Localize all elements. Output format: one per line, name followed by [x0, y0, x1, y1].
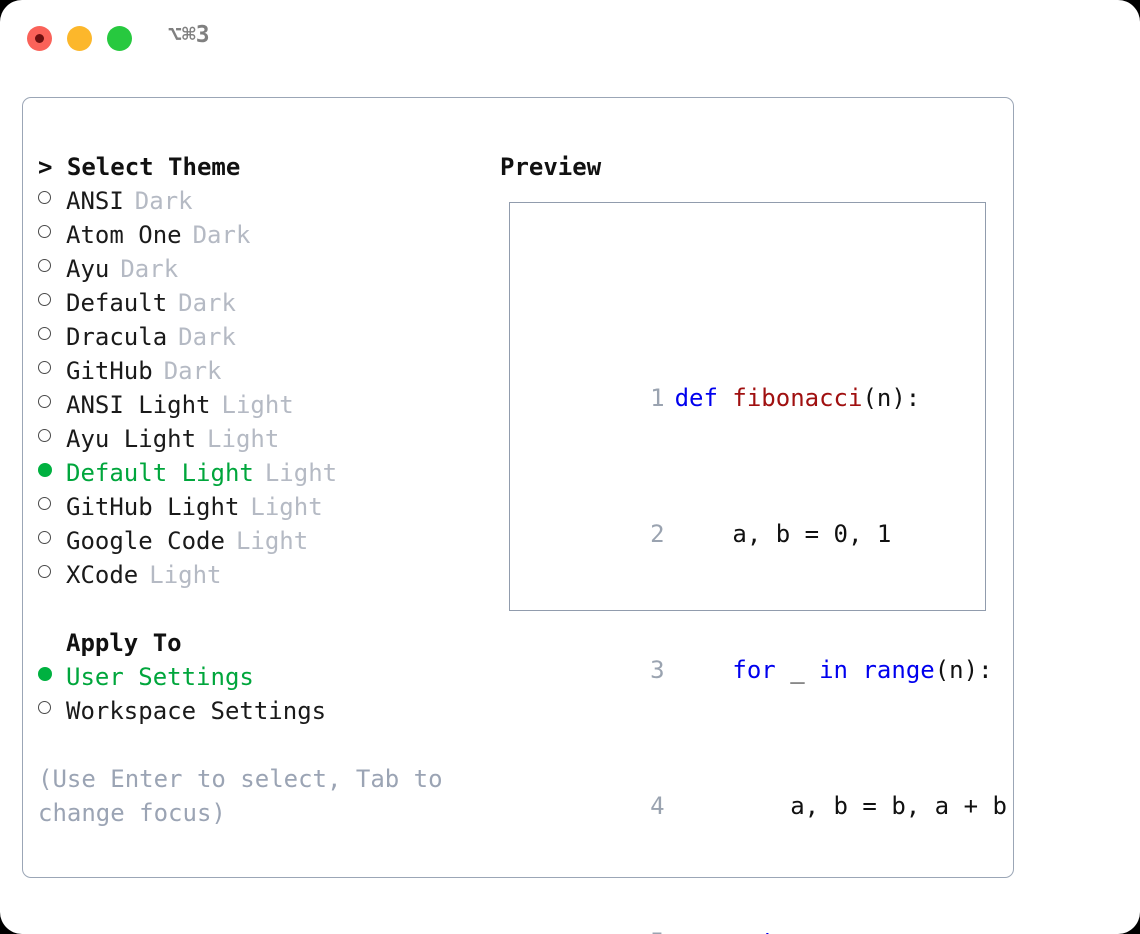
theme-category: Light [264, 459, 338, 487]
code-token: fibonacci [732, 384, 863, 412]
theme-name: Dracula [66, 323, 168, 351]
minimize-window-button[interactable] [67, 26, 92, 51]
theme-category: Dark [192, 221, 251, 249]
title-bar: ⌥⌘3 [0, 0, 1140, 78]
theme-category: Light [149, 561, 222, 589]
theme-category: Light [221, 391, 294, 419]
theme-name: XCode [66, 561, 139, 589]
code-token: (n): [862, 384, 921, 412]
line-number: 1 [650, 384, 665, 412]
preview-heading: Preview [500, 153, 602, 181]
theme-name: Ayu Light [66, 425, 197, 453]
theme-list-item[interactable]: Google Code Light [38, 524, 478, 558]
code-token: _ [775, 656, 820, 684]
theme-list-item-selected[interactable]: Default Light Light [38, 456, 478, 490]
theme-list: ANSI Dark Atom One Dark Ayu Dark Default… [38, 184, 478, 592]
apply-to-name: User Settings [66, 663, 254, 691]
theme-name: Default Light [66, 459, 254, 487]
theme-list-item[interactable]: Ayu Light Light [38, 422, 478, 456]
section-spacer [38, 592, 478, 626]
theme-list-item[interactable]: Dracula Dark [38, 320, 478, 354]
theme-category: Dark [178, 323, 236, 351]
theme-name: Default [66, 289, 168, 317]
apply-to-heading: Apply To [66, 629, 182, 657]
maximize-window-button[interactable] [107, 26, 132, 51]
theme-category: Dark [120, 255, 179, 283]
code-token: a [819, 928, 848, 934]
code-token: a, b = b, a + b [674, 792, 1007, 820]
line-number: 5 [639, 925, 664, 934]
keyboard-shortcut-label: ⌥⌘3 [168, 22, 210, 48]
apply-to-item-selected[interactable]: User Settings [38, 660, 478, 694]
theme-category: Light [250, 493, 323, 521]
line-number: 4 [650, 792, 665, 820]
code-token: a, b = 0, 1 [674, 520, 892, 548]
theme-name: Google Code [66, 527, 225, 555]
theme-name: Ayu [66, 255, 110, 283]
code-token: def [674, 384, 733, 412]
code-token [675, 656, 733, 684]
code-token: range [862, 656, 935, 684]
preview-column: Preview [500, 150, 601, 184]
keyboard-hint-text: (Use Enter to select, Tab to change focu… [38, 765, 443, 827]
line-number: 3 [650, 656, 665, 684]
code-line: 4 a, b = b, a + b [523, 755, 1050, 820]
select-theme-heading: > Select Theme [38, 153, 241, 181]
line-number: 2 [650, 520, 665, 548]
theme-list-item[interactable]: ANSI Dark [38, 184, 478, 218]
code-token [848, 656, 862, 684]
theme-picker-column: > Select Theme ANSI Dark Atom One Dark A… [38, 150, 478, 728]
apply-to-name: Workspace Settings [66, 697, 327, 725]
theme-list-item[interactable]: GitHub Dark [38, 354, 478, 388]
theme-category: Light [207, 425, 280, 453]
code-token [675, 928, 733, 934]
theme-list-item[interactable]: Default Dark [38, 286, 478, 320]
theme-category: Light [235, 527, 309, 555]
code-line: 5 return a [523, 891, 1050, 934]
apply-to-item[interactable]: Workspace Settings [38, 694, 478, 728]
apply-to-list: User Settings Workspace Settings [38, 660, 478, 728]
theme-name: Atom One [66, 221, 182, 249]
code-token: (n): [934, 656, 993, 684]
theme-list-item[interactable]: GitHub Light Light [38, 490, 478, 524]
theme-category: Dark [178, 289, 236, 317]
close-window-button[interactable] [27, 26, 52, 51]
code-line: 3 for _ in range(n): [523, 619, 1050, 684]
theme-name: GitHub Light [66, 493, 240, 521]
theme-list-item[interactable]: ANSI Light Light [38, 388, 478, 422]
theme-category: Dark [163, 357, 222, 385]
theme-list-item[interactable]: Atom One Dark [38, 218, 478, 252]
code-line: 1 def fibonacci(n): [523, 347, 1050, 412]
theme-category: Dark [134, 187, 193, 215]
theme-name: ANSI [66, 187, 124, 215]
code-token: return [732, 928, 819, 934]
theme-list-item[interactable]: Ayu Dark [38, 252, 478, 286]
theme-list-item[interactable]: XCode Light [38, 558, 478, 592]
code-token: for [732, 656, 776, 684]
code-line: 2 a, b = 0, 1 [523, 483, 1050, 548]
theme-name: GitHub [66, 357, 153, 385]
theme-name: ANSI Light [66, 391, 211, 419]
code-token: in [819, 656, 849, 684]
